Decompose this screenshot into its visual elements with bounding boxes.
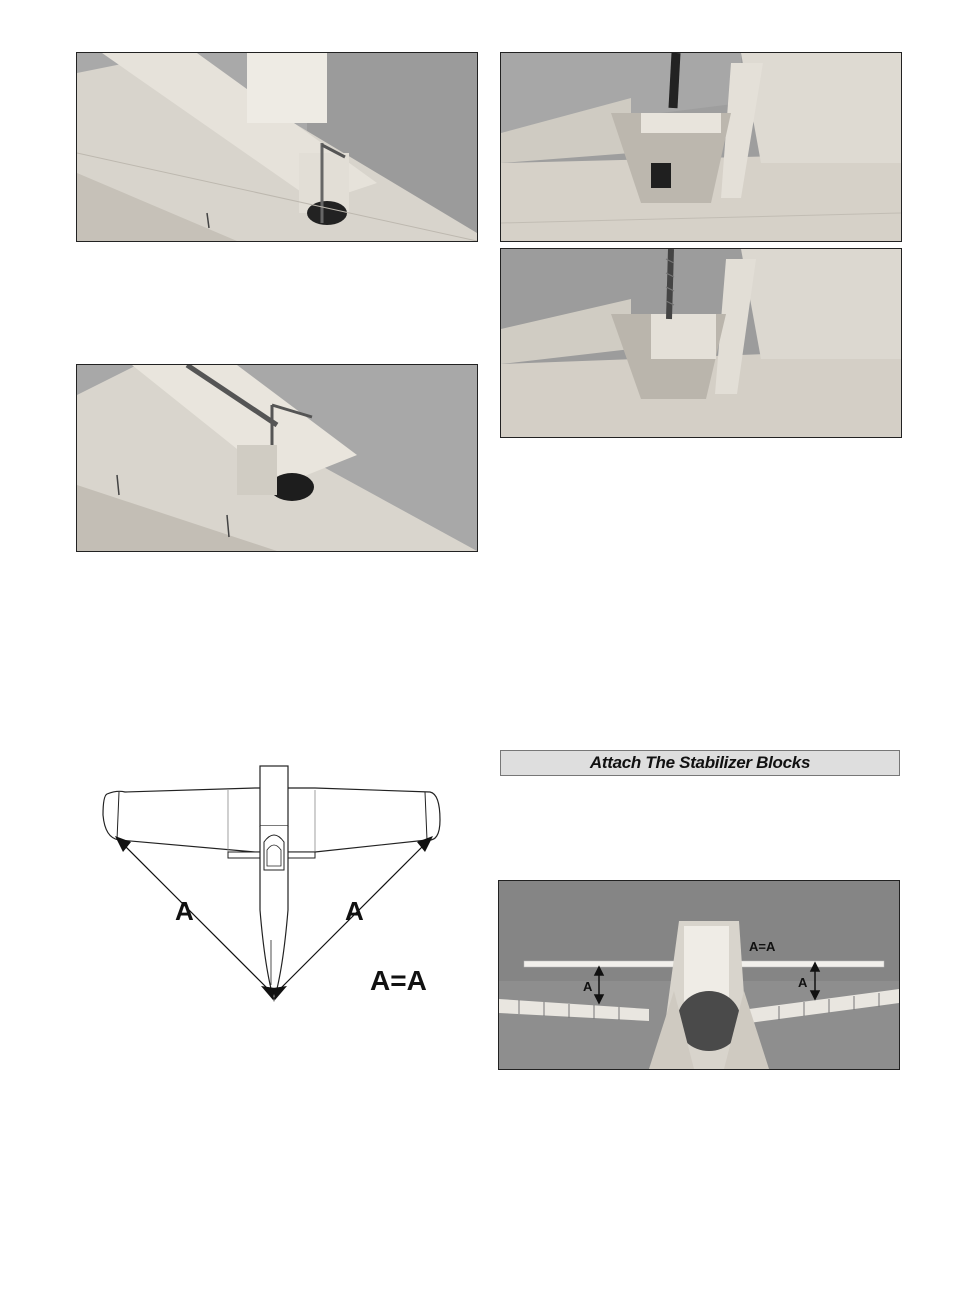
photo-fin-hex-key-bottom [76,364,478,552]
photo-drill-block-top [500,52,902,242]
diagram-label-right: A [345,896,364,926]
section-banner-title: Attach The Stabilizer Blocks [590,753,810,773]
section-banner: Attach The Stabilizer Blocks [500,750,900,776]
photo-fin-hex-key-top [76,52,478,242]
photo-label-top: A=A [749,939,776,954]
wing-alignment-diagram: A A A=A [95,760,455,1010]
diagram-equation: A=A [370,965,427,996]
photo-label-left: A [583,979,593,994]
photo-drill-block-bottom [500,248,902,438]
diagram-label-left: A [175,896,194,926]
photo-label-right: A [798,975,808,990]
photo-stabilizer-alignment: A=A A A [498,880,900,1070]
